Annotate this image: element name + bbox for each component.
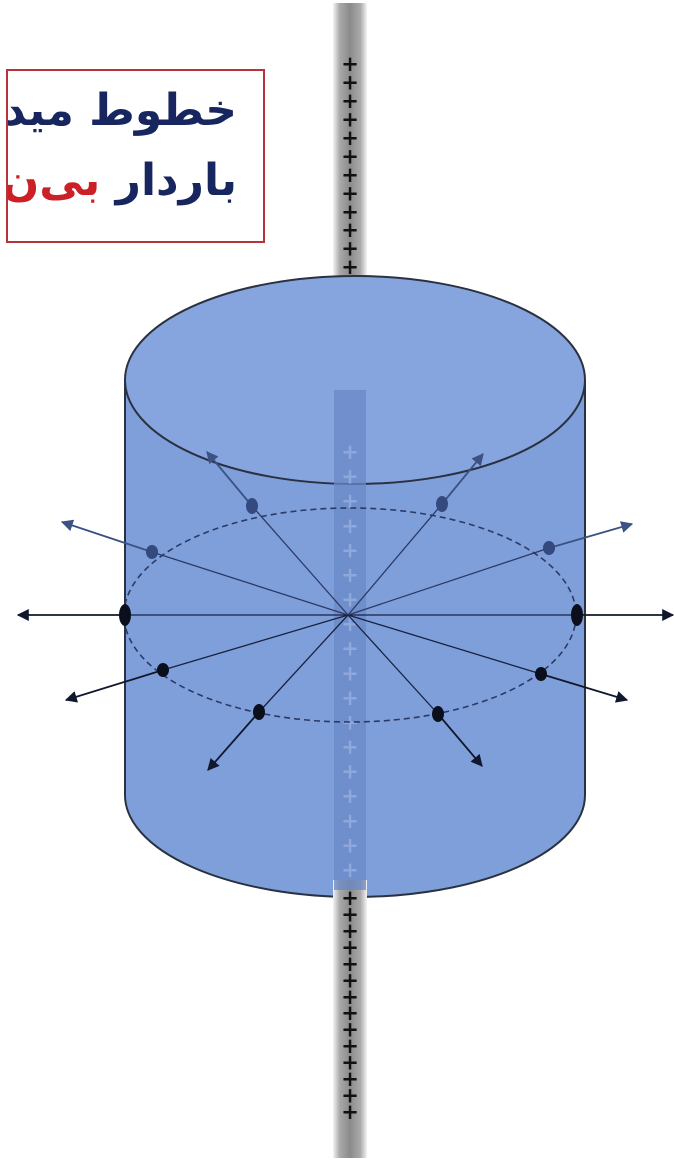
charge-plus: + — [341, 89, 359, 113]
charge-plus: + — [341, 563, 359, 587]
surface-point-icon — [146, 545, 158, 559]
surface-point-icon — [436, 496, 448, 512]
field-line — [347, 547, 550, 616]
charge-plus: + — [341, 968, 359, 992]
charge-plus: + — [341, 1100, 359, 1124]
title-line-2: باردار بی‌ن — [6, 151, 237, 211]
rod-charges-lower: ++++++++++++++ — [341, 886, 359, 1124]
title-line-2-part-1: باردار — [100, 155, 237, 206]
field-line — [347, 614, 542, 675]
surface-point-icon — [535, 667, 547, 681]
charge-plus: + — [341, 710, 359, 734]
charge-plus: + — [341, 440, 359, 464]
field-line — [162, 614, 349, 671]
charge-plus: + — [341, 902, 359, 926]
field-line-arrow — [206, 451, 253, 507]
charge-plus: + — [341, 70, 359, 94]
electric-field-lines — [16, 451, 674, 771]
charge-plus: + — [341, 935, 359, 959]
charge-plus: + — [341, 52, 359, 76]
charge-plus: + — [341, 200, 359, 224]
charge-plus: + — [341, 735, 359, 759]
field-line — [251, 505, 349, 616]
charge-plus: + — [341, 886, 359, 910]
field-line — [151, 551, 349, 616]
charge-plus: + — [341, 514, 359, 538]
charge-plus: + — [341, 255, 359, 279]
charged-rod-lower: ++++++++++++++ — [333, 880, 367, 1158]
charge-plus: + — [341, 465, 359, 489]
field-line — [347, 503, 443, 616]
charge-plus: + — [341, 1001, 359, 1025]
surface-point-icon — [246, 498, 258, 514]
charge-plus: + — [341, 126, 359, 150]
charge-plus: + — [341, 237, 359, 261]
charge-plus: + — [341, 858, 359, 882]
charge-plus: + — [341, 686, 359, 710]
charge-plus: + — [341, 637, 359, 661]
charge-plus: + — [341, 107, 359, 131]
charge-plus: + — [341, 218, 359, 242]
surface-point-icon — [543, 541, 555, 555]
charge-plus: + — [341, 784, 359, 808]
field-line-arrow — [64, 669, 164, 703]
charge-plus: + — [341, 661, 359, 685]
charge-plus: + — [341, 1084, 359, 1108]
charged-rod-inside: ++++++++++++++++++ — [334, 390, 366, 890]
field-line-arrow — [207, 711, 260, 771]
title-box: خطوط مید باردار بی‌ن — [6, 69, 265, 243]
charge-plus: + — [341, 809, 359, 833]
field-line — [347, 614, 439, 715]
charge-plus: + — [341, 1034, 359, 1058]
field-line-arrow — [437, 713, 483, 767]
charge-plus: + — [341, 538, 359, 562]
charge-plus: + — [341, 952, 359, 976]
field-line-arrow — [441, 453, 484, 505]
surface-points — [119, 496, 583, 722]
charge-plus: + — [341, 919, 359, 943]
title-line-2-part-2: بی‌ن — [6, 155, 101, 206]
charge-plus: + — [341, 588, 359, 612]
field-line-arrow — [540, 673, 629, 703]
charge-plus: + — [341, 760, 359, 784]
field-line — [258, 614, 349, 713]
surface-point-icon — [157, 663, 169, 677]
charge-plus: + — [341, 1067, 359, 1091]
charge-plus: + — [341, 985, 359, 1009]
title-line-1: خطوط مید — [6, 85, 237, 136]
field-line-arrow — [548, 521, 634, 549]
rod-charges-inside: ++++++++++++++++++ — [341, 440, 359, 882]
charge-plus: + — [341, 1051, 359, 1075]
charge-plus: + — [341, 833, 359, 857]
surface-point-icon — [432, 706, 444, 722]
surface-point-icon — [253, 704, 265, 720]
field-line-arrow — [60, 519, 153, 553]
surface-point-icon — [571, 604, 583, 626]
charge-plus: + — [341, 181, 359, 205]
charge-plus: + — [341, 489, 359, 513]
surface-point-icon — [119, 604, 131, 626]
charge-plus: + — [341, 144, 359, 168]
charge-plus: + — [341, 163, 359, 187]
charge-plus: + — [341, 1018, 359, 1042]
